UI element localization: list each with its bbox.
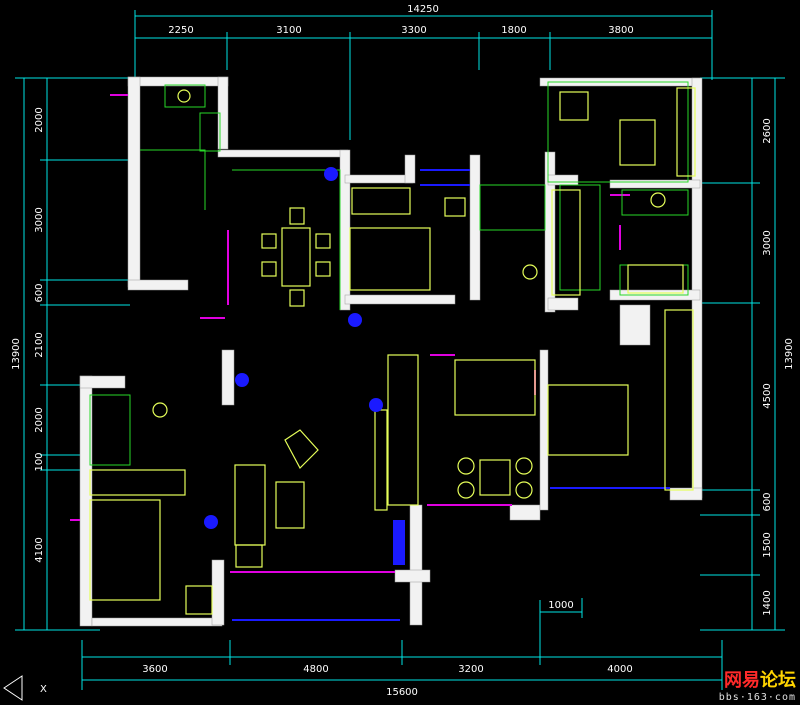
watermark-site-name-red: 网易 [724, 670, 760, 691]
dim-bottom-seg-3: 3200 [458, 664, 483, 675]
doors [70, 94, 630, 573]
dim-left-seg-5: 2000 [34, 407, 45, 432]
dim-top-seg-2: 3100 [276, 25, 301, 36]
walls [79, 76, 703, 627]
dim-left-seg-1: 2000 [34, 107, 45, 132]
left-dimension-chain: 13900 2000 3000 600 2100 2000 100 4100 [11, 77, 130, 631]
dim-top-seg-1: 2250 [168, 25, 193, 36]
dim-right-seg-4: 600 [762, 492, 773, 511]
dim-top-total: 14250 [407, 4, 439, 15]
dim-bottom-seg-2: 4800 [303, 664, 328, 675]
top-dimension-chain: 14250 2250 3100 3300 1800 3800 [134, 4, 713, 140]
dim-left-total: 13900 [11, 338, 22, 370]
windows [232, 169, 670, 621]
watermark: 网易论坛 bbs·163·com [719, 666, 796, 703]
dim-top-seg-3: 3300 [401, 25, 426, 36]
balcony-dimension: 1000 [540, 598, 583, 618]
dim-bottom-seg-1: 3600 [142, 664, 167, 675]
dim-left-seg-4: 2100 [34, 332, 45, 357]
dim-left-seg-6: 100 [34, 452, 45, 471]
dim-right-seg-6: 1400 [762, 590, 773, 615]
dim-bottom-seg-4: 4000 [607, 664, 632, 675]
fixtures [89, 81, 689, 466]
dim-left-seg-7: 4100 [34, 537, 45, 562]
watermark-url: bbs·163·com [718, 692, 796, 703]
dim-balcony-width: 1000 [548, 600, 573, 611]
dim-bottom-total: 15600 [386, 687, 418, 698]
dim-right-seg-5: 1500 [762, 532, 773, 557]
dim-right-seg-1: 2600 [762, 118, 773, 143]
dim-top-seg-4: 1800 [501, 25, 526, 36]
axis-marker: X [3, 675, 47, 701]
right-dimension-chain: 2600 3000 4500 600 1500 1400 13900 [700, 77, 795, 631]
dim-top-seg-5: 3800 [608, 25, 633, 36]
furniture [89, 87, 696, 615]
dim-right-seg-3: 4500 [762, 383, 773, 408]
dim-left-seg-2: 3000 [34, 207, 45, 232]
dim-left-seg-3: 600 [34, 283, 45, 302]
dim-right-seg-2: 3000 [762, 230, 773, 255]
axis-marker-label: X [40, 684, 47, 695]
bottom-dimension-chain: 3600 4800 3200 4000 15600 [81, 600, 723, 698]
dim-right-total: 13900 [784, 338, 795, 370]
watermark-site-name-yellow: 论坛 [760, 670, 796, 691]
column-markers [204, 167, 383, 529]
